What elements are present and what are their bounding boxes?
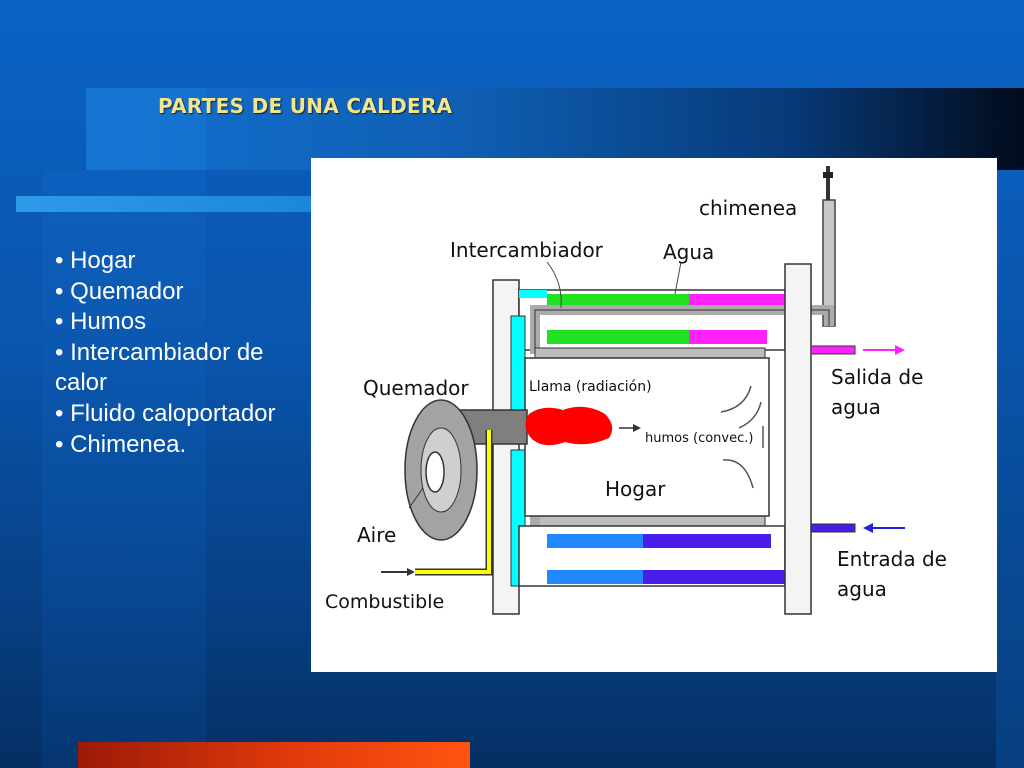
label-agua: Agua — [663, 240, 714, 264]
top-water-chamber — [518, 289, 786, 351]
water-band-cold-upper-2 — [643, 534, 771, 548]
flame-icon — [525, 406, 641, 446]
list-item: • Quemador — [55, 277, 184, 305]
water-band-hot-lower-2 — [689, 330, 767, 344]
page-title: PARTES DE UNA CALDERA — [158, 94, 453, 118]
boiler-diagram: chimenea Intercambiador Agua Quemador Ll… — [311, 158, 997, 672]
label-chimenea: chimenea — [699, 196, 797, 220]
label-salida-1: Salida de — [831, 365, 923, 389]
right-strip-decoration — [996, 170, 1024, 768]
boiler-right-wall — [784, 263, 812, 615]
accent-bar-red — [78, 742, 470, 768]
header-band — [86, 88, 1024, 170]
bullet-list: • Hogar • Quemador • Humos • Intercambia… — [55, 246, 305, 460]
list-item: • Fluido caloportador — [55, 399, 276, 427]
accent-bar-cyan — [16, 196, 312, 212]
water-band-cold-upper — [547, 534, 643, 548]
water-band-cold-lower-2 — [643, 570, 785, 584]
label-humos: humos (convec.) — [645, 431, 753, 446]
label-llama: Llama (radiación) — [529, 379, 652, 395]
list-item: • Humos — [55, 308, 147, 336]
outlet-arrow — [863, 345, 905, 355]
fuel-line — [381, 430, 493, 576]
chimney — [822, 166, 836, 327]
label-aire: Aire — [357, 523, 396, 547]
label-hogar: Hogar — [605, 477, 666, 501]
label-entrada-2: agua — [837, 577, 887, 601]
leader-lines — [546, 261, 682, 309]
label-intercambiador: Intercambiador — [450, 238, 604, 262]
water-band-hot-lower — [547, 330, 689, 344]
inlet-arrow — [863, 523, 905, 533]
label-entrada-1: Entrada de — [837, 547, 947, 571]
water-inlet-pipe — [810, 523, 856, 533]
convection-arrows — [720, 385, 764, 489]
water-band-hot-upper-2 — [689, 294, 785, 308]
list-item: • Hogar — [55, 247, 136, 274]
list-item: • Intercambiador de calor — [55, 338, 264, 397]
water-outlet-pipe — [810, 345, 856, 355]
header-block — [86, 88, 206, 170]
water-band-cold-lower — [547, 570, 643, 584]
label-combustible: Combustible — [325, 591, 444, 613]
bottom-water-chamber — [518, 525, 786, 587]
label-salida-2: agua — [831, 395, 881, 419]
list-item: • Chimenea. — [55, 430, 187, 458]
left-column-decoration — [42, 170, 206, 768]
water-band-hot-upper — [547, 294, 689, 308]
label-quemador: Quemador — [363, 376, 469, 400]
